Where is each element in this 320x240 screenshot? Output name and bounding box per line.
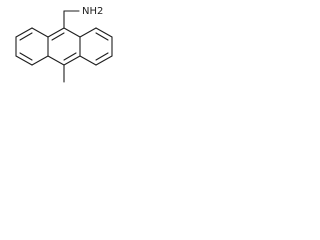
bond (47, 55, 65, 66)
bond (47, 27, 65, 38)
bond (95, 27, 113, 38)
ring-right (79, 27, 113, 66)
ring-left (15, 27, 49, 66)
bond (31, 27, 49, 38)
double-bond-inner (95, 32, 109, 41)
bond (63, 55, 81, 66)
bond (15, 27, 33, 38)
bond (15, 55, 33, 66)
ring-middle (47, 27, 81, 66)
structure-canvas: NH2 (0, 0, 123, 94)
bond (95, 55, 113, 66)
bond (79, 55, 97, 66)
bond (79, 27, 97, 38)
double-bond-inner (51, 32, 65, 41)
chemical-structure: NH2 (15, 6, 113, 83)
double-bond-inner (95, 52, 109, 61)
bond (63, 27, 81, 38)
bond (31, 55, 49, 66)
nh-nh2-label: NH2 (82, 6, 103, 17)
hydrazinylmethyl-substituent: NH2 (63, 6, 103, 29)
double-bond-inner (19, 52, 33, 61)
double-bond-inner (19, 32, 33, 41)
double-bond-inner (63, 52, 77, 61)
